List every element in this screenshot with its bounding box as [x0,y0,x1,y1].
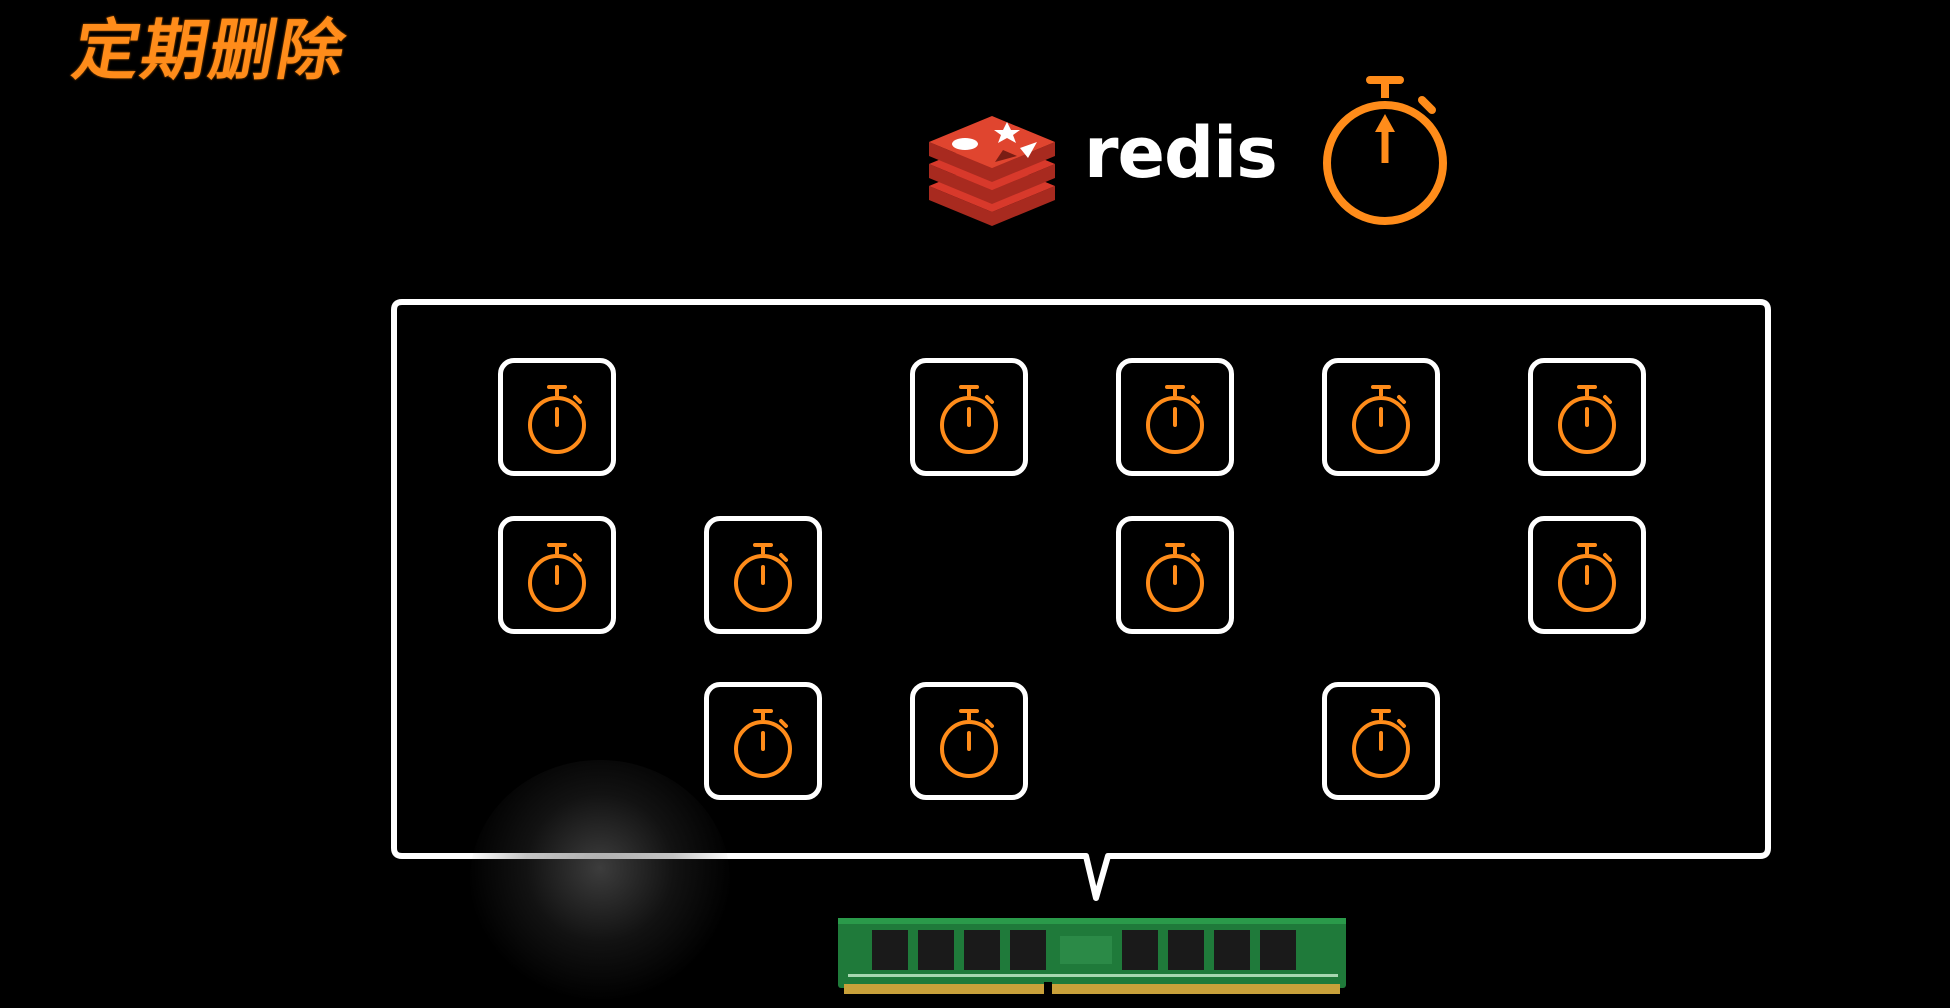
stopwatch-icon [940,709,998,778]
ram-module-icon [838,918,1346,996]
smoke-effect [470,760,730,1000]
key-cell [1116,358,1234,476]
stopwatch-icon [1558,543,1616,612]
stopwatch-icon [528,543,586,612]
stopwatch-icon [1352,385,1410,454]
stopwatch-icon [1146,385,1204,454]
key-cell [1528,358,1646,476]
key-cell [1322,682,1440,800]
stopwatch-icon [1558,385,1616,454]
key-cell [498,516,616,634]
key-cell [704,682,822,800]
stopwatch-icon [1323,76,1447,225]
key-cell [910,682,1028,800]
redis-wordmark: redis [1084,112,1278,194]
stopwatch-icon [940,385,998,454]
key-cell [498,358,616,476]
key-cell [1322,358,1440,476]
stopwatch-icon [734,709,792,778]
stopwatch-icon [1146,543,1204,612]
stopwatch-icon [1352,709,1410,778]
stopwatch-icon [528,385,586,454]
key-cell [910,358,1028,476]
key-cell [704,516,822,634]
redis-logo-icon [929,116,1055,226]
stopwatch-icon [734,543,792,612]
key-cell [1528,516,1646,634]
key-cell [1116,516,1234,634]
